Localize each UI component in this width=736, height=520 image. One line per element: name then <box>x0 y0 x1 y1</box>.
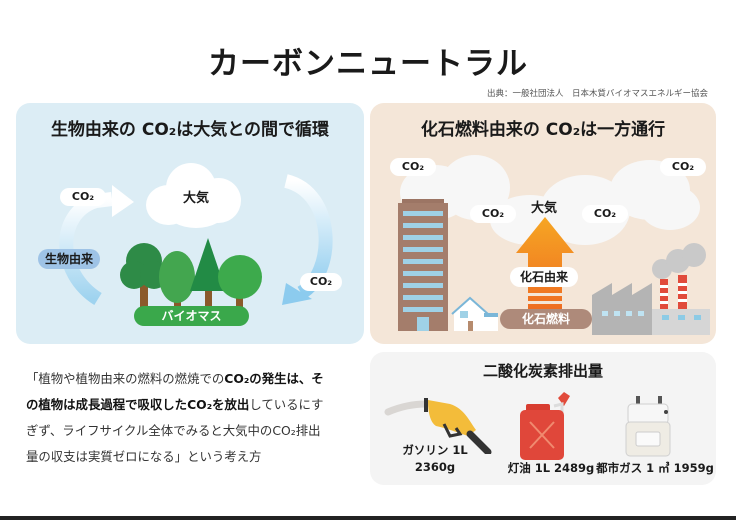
biogenic-cycle-panel: 生物由来の CO₂は大気との間で循環 大気 CO₂ CO₂ 生物由来 <box>16 103 364 344</box>
fossil-fuel-label: 化石燃料 <box>500 309 592 329</box>
gasoline-value: 2360g <box>414 460 456 474</box>
co2-down-badge: CO₂ <box>300 273 342 291</box>
desc-line2-normal: しているにす <box>249 397 324 412</box>
atmosphere-label: 大気 <box>182 191 209 206</box>
desc-line4: 量の収支は実質ゼロになる」という考え方 <box>26 449 262 464</box>
co2-up-badge: CO₂ <box>60 188 106 206</box>
desc-line2-bold: の植物は成長過程で吸収したCO₂を放出 <box>26 397 250 412</box>
co2-emissions-panel: 二酸化炭素排出量 ガソリン 1L 2360g 灯油 1L 2489g 都市ガス … <box>370 352 716 485</box>
co2-badge-3: CO₂ <box>470 205 516 223</box>
co2-badge-1: CO₂ <box>390 158 436 176</box>
atmosphere-cloud: 大気 <box>146 163 246 228</box>
kerosene-can-icon <box>520 392 570 460</box>
desc-line1-bold: CO₂の発生は、そ <box>224 371 324 386</box>
upward-arrow-icon <box>516 217 574 315</box>
gas-meter-icon <box>625 396 671 457</box>
fossil-oneway-panel: 化石燃料由来の CO₂は一方通行 CO₂ CO₂ CO₂ CO₂ 大気 化石由来… <box>370 103 716 344</box>
fuel-nozzle-icon <box>384 398 492 454</box>
atmosphere-label: 大気 <box>530 201 557 216</box>
factory-icon <box>592 243 710 335</box>
bottom-border <box>0 516 736 520</box>
carbon-neutral-description: 「植物や植物由来の燃料の燃焼でのCO₂の発生は、そ の植物は成長過程で吸収したC… <box>26 366 361 470</box>
biogenic-origin-badge: 生物由来 <box>38 249 100 269</box>
biogenic-panel-title: 生物由来の CO₂は大気との間で循環 <box>50 120 330 140</box>
city-buildings-icon <box>398 199 498 331</box>
co2-badge-2: CO₂ <box>660 158 706 176</box>
kerosene-label: 灯油 1L 2489g <box>507 461 595 475</box>
co2-badge-4: CO₂ <box>582 205 628 223</box>
emissions-title: 二酸化炭素排出量 <box>482 362 603 380</box>
fossil-origin-badge: 化石由来 <box>510 267 578 287</box>
gasoline-label: ガソリン 1L <box>402 443 468 457</box>
fossil-panel-title: 化石燃料由来の CO₂は一方通行 <box>420 120 666 140</box>
source-credit: 出典：一般社団法人 日本木質バイオマスエネルギー協会 <box>486 89 708 99</box>
forest-icon <box>120 238 262 311</box>
desc-line3: ぎず、ライフサイクル全体でみると大気中のCO₂排出 <box>26 423 321 438</box>
city-gas-label: 都市ガス 1 ㎥ 1959g <box>596 461 714 475</box>
page-title: カーボンニュートラル <box>208 46 528 82</box>
biomass-label: バイオマス <box>134 306 249 326</box>
desc-line1-normal: 「植物や植物由来の燃料の燃焼での <box>26 371 225 386</box>
